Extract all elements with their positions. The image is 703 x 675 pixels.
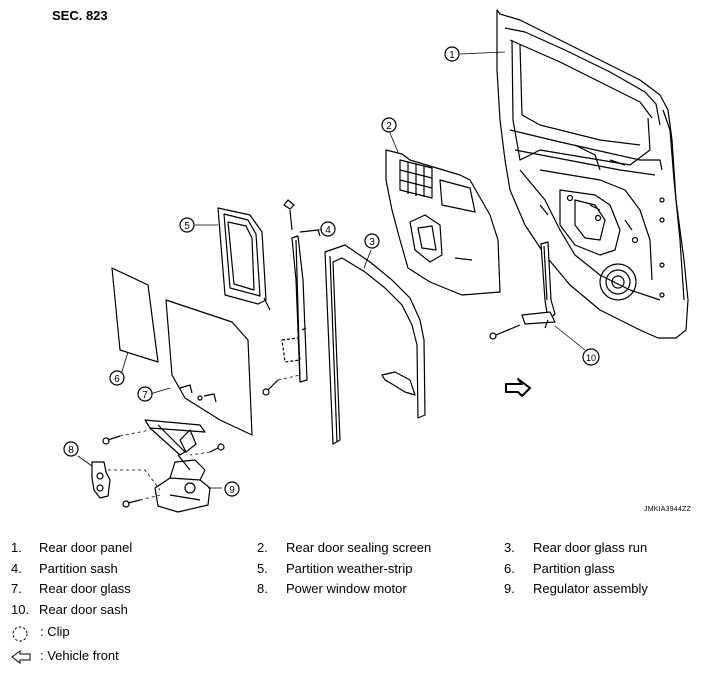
callout-5-label: 5 (184, 221, 190, 232)
legend-num: 2. (257, 540, 268, 555)
partition-glass-part (111, 267, 159, 363)
callout-9 (224, 481, 240, 497)
vehicle-front-arrow-icon (505, 378, 531, 397)
legend-label: Partition sash (39, 561, 118, 576)
legend-clip-row: : Clip (0, 624, 703, 644)
exploded-door-diagram: 1 2 3 4 5 6 7 8 9 10 (63, 9, 689, 513)
callout-1-label: 1 (449, 50, 455, 61)
legend-row-4: 10. Rear door sash (0, 602, 703, 622)
legend-label: Power window motor (286, 581, 407, 596)
partition-sash-part (281, 199, 321, 383)
legend-label: Rear door sash (39, 602, 128, 617)
callout-4 (320, 221, 336, 237)
callout-3 (364, 233, 380, 249)
legend-label: Rear door glass run (533, 540, 648, 555)
legend-num: 5. (257, 561, 268, 576)
partition-weather-strip-part (217, 207, 271, 311)
legend-label: Partition glass (533, 561, 615, 576)
legend-num: 7. (11, 581, 22, 596)
callout-8 (63, 441, 79, 457)
legend-row-2: 4. Partition sash 5. Partition weather-s… (0, 561, 703, 581)
legend-label: Partition weather-strip (286, 561, 413, 576)
callout-7-label: 7 (142, 390, 148, 401)
legend-num: 6. (504, 561, 515, 576)
clip-symbol-icon (12, 626, 28, 642)
rear-door-panel-part (496, 9, 689, 339)
callout-8-label: 8 (68, 445, 74, 456)
rear-door-sealing-screen-part (385, 149, 501, 296)
legend-num: 8. (257, 581, 268, 596)
legend-num: 4. (11, 561, 22, 576)
callout-6-label: 6 (114, 374, 120, 385)
legend-num: 9. (504, 581, 515, 596)
legend-num: 3. (504, 540, 515, 555)
callout-2-label: 2 (386, 121, 392, 132)
legend-row-1: 1. Rear door panel 2. Rear door sealing … (0, 540, 703, 560)
legend-front-row: : Vehicle front (0, 648, 703, 668)
bolt-icons (102, 324, 521, 508)
power-window-motor-part (91, 461, 111, 499)
legend-num: 10. (11, 602, 30, 617)
image-code: JMKIA3944ZZ (644, 506, 691, 513)
callout-10-label: 10 (586, 353, 596, 363)
callout-2 (381, 117, 397, 133)
legend-label: Rear door sealing screen (286, 540, 432, 555)
legend-front-label: : Vehicle front (40, 648, 119, 663)
callout-5 (179, 217, 195, 233)
vehicle-front-arrow-icon (11, 650, 31, 664)
callout-6 (109, 370, 125, 386)
legend-num: 1. (11, 540, 22, 555)
legend-label: Regulator assembly (533, 581, 648, 596)
rear-door-glass-part (165, 299, 253, 436)
callout-4-label: 4 (325, 225, 331, 236)
callout-10 (582, 348, 600, 366)
regulator-assembly-part (144, 419, 211, 513)
legend-label: Rear door glass (39, 581, 131, 596)
callout-9-label: 9 (229, 485, 235, 496)
rear-door-sash-part (521, 241, 556, 329)
legend-clip-label: : Clip (40, 624, 70, 639)
callout-1 (444, 46, 460, 62)
legend-row-3: 7. Rear door glass 8. Power window motor… (0, 581, 703, 601)
legend-label: Rear door panel (39, 540, 133, 555)
callout-7 (137, 386, 153, 402)
callout-3-label: 3 (369, 237, 375, 248)
section-title: SEC. 823 (52, 8, 108, 23)
rear-door-glass-run-part (324, 244, 426, 445)
